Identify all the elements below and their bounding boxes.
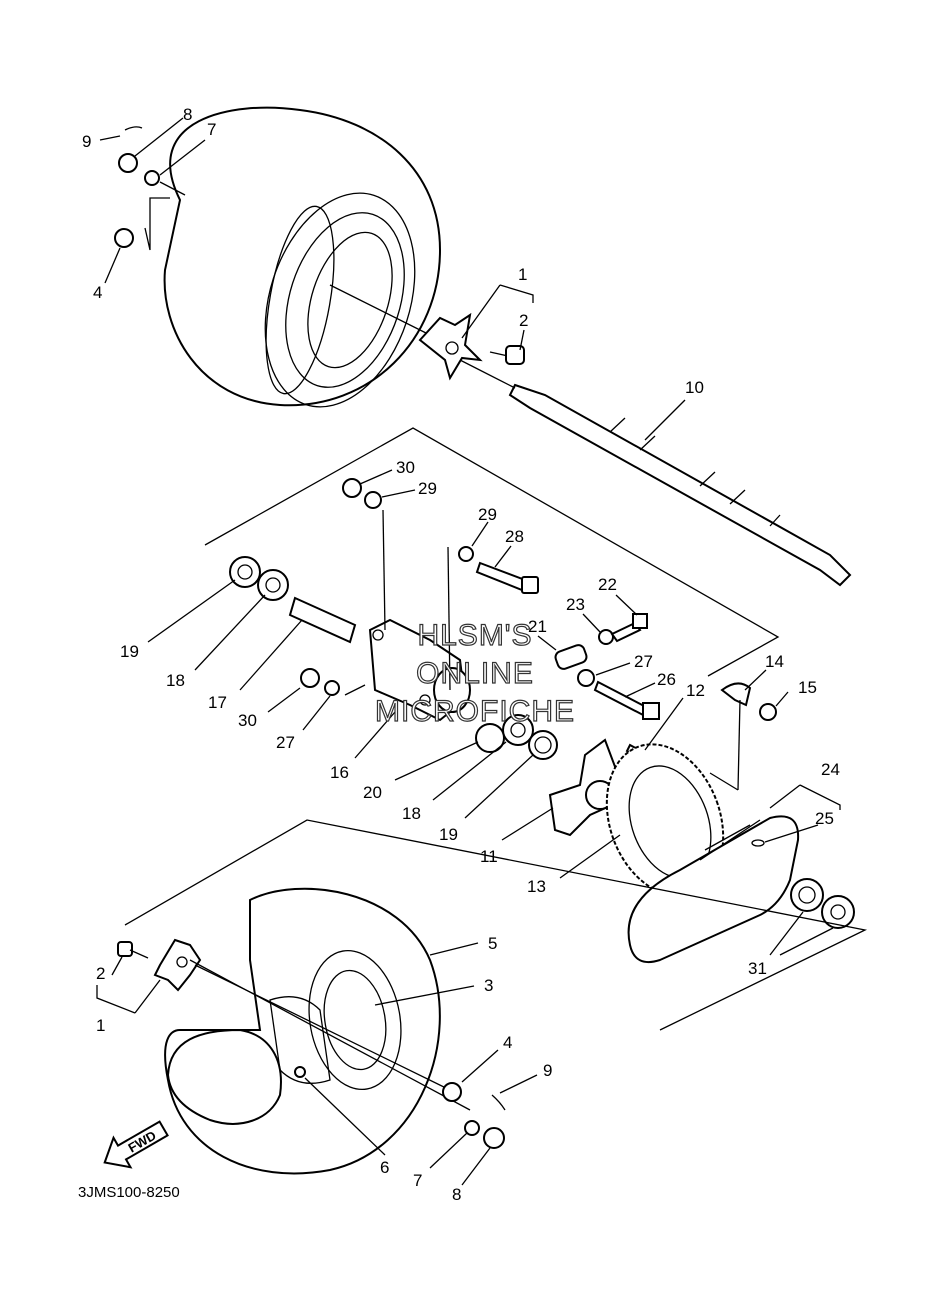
callout-10: 10 bbox=[685, 378, 704, 397]
callout-19-left: 19 bbox=[120, 642, 139, 661]
callout-9-bottom: 9 bbox=[543, 1061, 552, 1080]
diagram-code: 3JMS100-8250 bbox=[78, 1184, 180, 1201]
callout-21: 21 bbox=[528, 617, 547, 636]
callout-19-mid: 19 bbox=[439, 825, 458, 844]
top-hub-bolt bbox=[489, 345, 525, 365]
callout-27-right: 27 bbox=[634, 652, 653, 671]
chain-seals bbox=[790, 878, 855, 929]
callout-29-top: 29 bbox=[418, 479, 437, 498]
callout-9-top: 9 bbox=[82, 132, 91, 151]
callout-11: 11 bbox=[480, 847, 498, 866]
callout-2-top: 2 bbox=[519, 311, 528, 330]
top-fasteners bbox=[114, 126, 186, 251]
callout-18-left: 18 bbox=[166, 671, 185, 690]
watermark: HLSM'S ONLINE MICROFICHE bbox=[374, 618, 575, 728]
callout-27-left: 27 bbox=[276, 733, 295, 752]
callout-22: 22 bbox=[598, 575, 617, 594]
bottom-tire-group bbox=[164, 887, 441, 1175]
chain-guide-bracket bbox=[709, 682, 777, 791]
callout-14: 14 bbox=[765, 652, 784, 671]
callout-16: 16 bbox=[330, 763, 349, 782]
callout-26: 26 bbox=[657, 670, 676, 689]
top-tire-group bbox=[163, 106, 442, 408]
callout-8-bottom: 8 bbox=[452, 1185, 461, 1204]
bottom-tire bbox=[164, 887, 441, 1175]
housing-bolt bbox=[577, 669, 660, 720]
callout-30-top: 30 bbox=[396, 458, 415, 477]
callout-4-bottom: 4 bbox=[503, 1033, 512, 1052]
rear-axle bbox=[459, 359, 852, 587]
callout-13: 13 bbox=[527, 877, 546, 896]
callout-7-bottom: 7 bbox=[413, 1171, 422, 1190]
callout-30-left: 30 bbox=[238, 711, 257, 730]
callout-23: 23 bbox=[566, 595, 585, 614]
drive-chain bbox=[627, 815, 800, 964]
watermark-line-2: ONLINE bbox=[416, 657, 534, 690]
bottom-panel-outline bbox=[124, 819, 868, 1031]
callout-12: 12 bbox=[686, 681, 705, 700]
left-bearings bbox=[229, 556, 357, 644]
watermark-line-1: HLSM'S bbox=[417, 619, 532, 652]
callout-2-bottom: 2 bbox=[96, 964, 105, 983]
watermark-line-3: MICROFICHE bbox=[375, 695, 575, 728]
bottom-hub bbox=[117, 938, 471, 1111]
callout-1-bottom: 1 bbox=[96, 1016, 105, 1035]
callout-20: 20 bbox=[363, 783, 382, 802]
leader-lines bbox=[96, 117, 841, 1186]
callout-15: 15 bbox=[798, 678, 817, 697]
callout-29-mid: 29 bbox=[478, 505, 497, 524]
callout-25: 25 bbox=[815, 809, 834, 828]
callout-18-mid: 18 bbox=[402, 804, 421, 823]
fwd-arrow: FWD bbox=[103, 1120, 169, 1169]
callout-28: 28 bbox=[505, 527, 524, 546]
callout-17: 17 bbox=[208, 693, 227, 712]
top-hub bbox=[418, 312, 483, 381]
caliper-bracket bbox=[554, 613, 648, 670]
callout-6: 6 bbox=[380, 1158, 389, 1177]
right-bearings bbox=[475, 714, 558, 760]
bottom-fasteners bbox=[294, 1066, 506, 1149]
housing-nut-left bbox=[300, 668, 366, 696]
callout-7-top: 7 bbox=[207, 120, 216, 139]
callout-labels: 9 8 7 4 1 2 10 30 29 29 28 22 23 21 27 2… bbox=[82, 105, 840, 1204]
clamp-bolt bbox=[447, 546, 539, 691]
callout-1-top: 1 bbox=[518, 265, 527, 284]
callout-5: 5 bbox=[488, 934, 497, 953]
callout-24: 24 bbox=[821, 760, 840, 779]
callout-3: 3 bbox=[484, 976, 493, 995]
housing-nut-top bbox=[342, 478, 386, 631]
top-tire bbox=[163, 106, 442, 407]
callout-31: 31 bbox=[748, 959, 767, 978]
middle-panel-outline bbox=[204, 427, 780, 677]
axle-housing bbox=[368, 618, 471, 722]
callout-8-top: 8 bbox=[183, 105, 192, 124]
callout-4-top: 4 bbox=[93, 283, 102, 302]
